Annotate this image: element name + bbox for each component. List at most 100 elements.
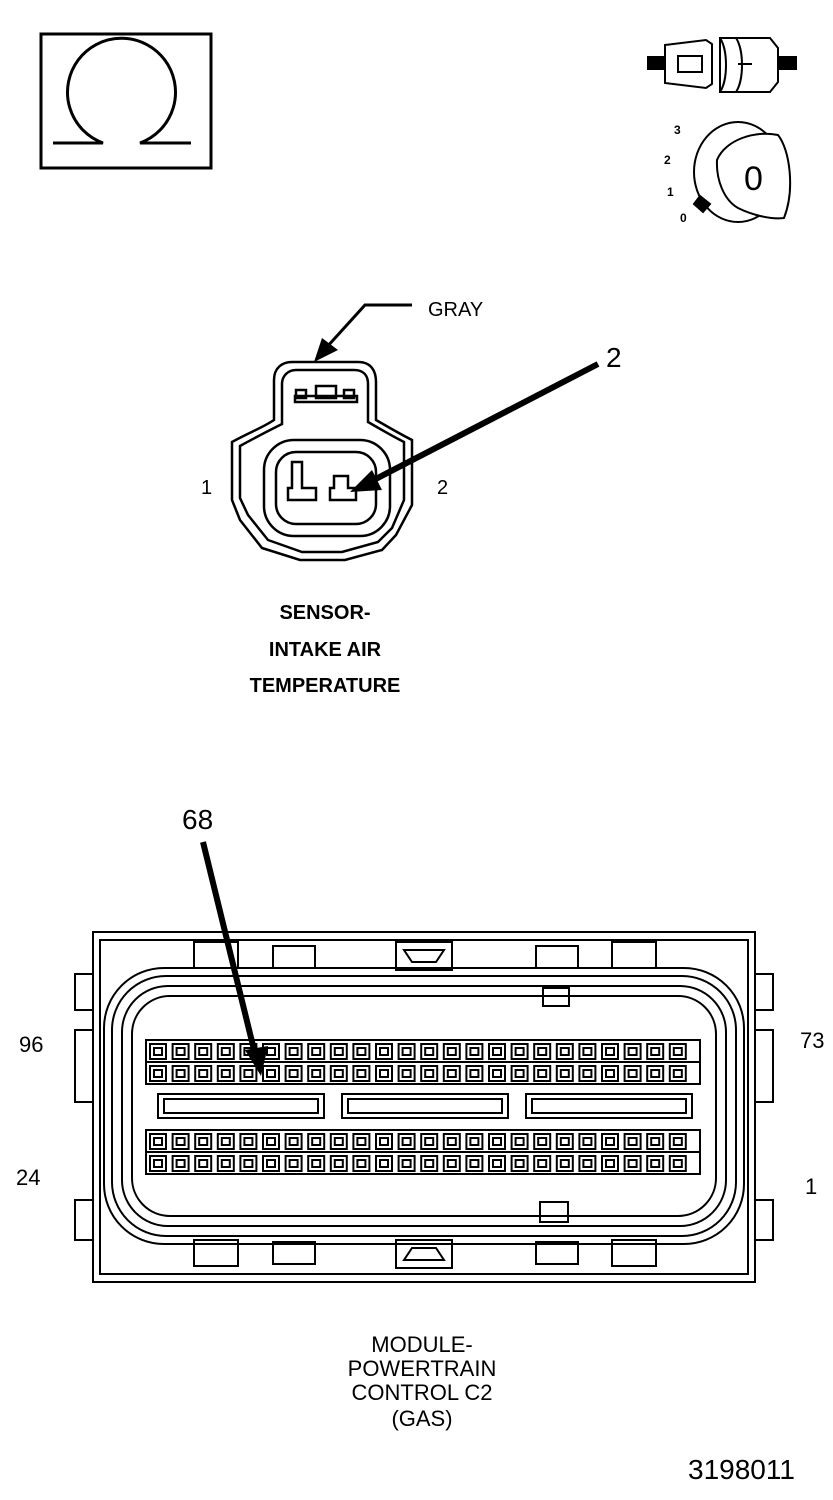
pin-cavity-inner: [220, 1047, 231, 1056]
pin-cavity-inner: [672, 1047, 683, 1056]
pin-cavity: [668, 1133, 687, 1150]
pin-cavity: [149, 1065, 167, 1082]
pin-cavity-inner: [333, 1047, 344, 1056]
pin-cavity: [216, 1155, 235, 1172]
pin-cavity: [194, 1043, 213, 1060]
pin-cavity: [601, 1155, 619, 1172]
pin-cavity-inner: [650, 1159, 661, 1168]
pin-cavity-inner: [220, 1159, 231, 1168]
pin-cavity-inner: [379, 1047, 389, 1056]
pin-cavity: [397, 1133, 416, 1150]
pin-cavity: [510, 1043, 529, 1060]
pin-cavity-inner: [469, 1047, 480, 1056]
pcm-caption-line-1: MODULE-: [371, 1332, 473, 1357]
pin-cavity-inner: [514, 1137, 525, 1146]
pin-cavity: [623, 1065, 642, 1082]
pin-cavity: [646, 1065, 665, 1082]
ignition-position-2: 2: [664, 153, 671, 167]
pin-cavity-inner: [582, 1047, 593, 1056]
pin-cavity-inner: [627, 1159, 638, 1168]
pin-cavity-inner: [243, 1137, 254, 1146]
pin-cavity-inner: [401, 1137, 412, 1146]
pin-cavity-inner: [582, 1069, 593, 1078]
pin-cavity: [420, 1065, 439, 1082]
pin-cavity: [623, 1133, 642, 1150]
pin-cavity: [420, 1043, 439, 1060]
pcm-caption-line-4: (GAS): [391, 1406, 453, 1431]
pin-cavity-inner: [356, 1047, 367, 1056]
pin-cavity-inner: [266, 1047, 276, 1056]
pin-cavity: [329, 1133, 348, 1150]
pin-cavity: [533, 1043, 552, 1060]
pin-cavity: [375, 1065, 393, 1082]
iat-caption-line-3: TEMPERATURE: [249, 675, 401, 697]
pin-cavity: [171, 1043, 190, 1060]
pin-cavity-inner: [559, 1137, 570, 1146]
pin-cavity-inner: [559, 1159, 570, 1168]
pin-cavity-inner: [288, 1159, 299, 1168]
pin-cavity: [329, 1155, 348, 1172]
pin-cavity-inner: [220, 1069, 231, 1078]
pin-cavity: [555, 1043, 574, 1060]
pin-cavity: [465, 1043, 484, 1060]
pin-cavity-inner: [198, 1047, 209, 1056]
pin-cavity: [623, 1155, 642, 1172]
pin-cavity: [307, 1043, 326, 1060]
pin-cavity: [216, 1133, 235, 1150]
pin-cavity-inner: [672, 1159, 683, 1168]
pin-cavity: [465, 1133, 484, 1150]
pin-cavity: [601, 1043, 619, 1060]
pin-cavity-inner: [469, 1069, 480, 1078]
pin-cavity: [239, 1133, 258, 1150]
pin-cavity-inner: [356, 1137, 367, 1146]
pin-cavity-inner: [582, 1159, 593, 1168]
pin-cavity: [352, 1155, 371, 1172]
pin-cavity: [533, 1155, 552, 1172]
ignition-key-label: 0: [744, 160, 763, 198]
pin-cavity-inner: [220, 1137, 231, 1146]
pin-cavity-inner: [424, 1159, 435, 1168]
pin-cavity-inner: [627, 1137, 638, 1146]
pin-cavity: [465, 1155, 484, 1172]
pin-cavity-inner: [537, 1047, 548, 1056]
pin-cavity-inner: [424, 1069, 435, 1078]
pin-cavity: [488, 1155, 506, 1172]
pin-cavity-inner: [446, 1069, 457, 1078]
iat-callout-label: 2: [606, 342, 622, 373]
pin-cavity: [397, 1065, 416, 1082]
pin-cavity: [555, 1065, 574, 1082]
pin-cavity: [646, 1155, 665, 1172]
iat-caption-line-2: INTAKE AIR: [268, 639, 382, 661]
pin-cavity-inner: [514, 1159, 525, 1168]
pin-cavity: [352, 1065, 371, 1082]
pin-cavity-inner: [627, 1047, 638, 1056]
pin-cavity: [149, 1043, 167, 1060]
pin-cavity-inner: [175, 1159, 186, 1168]
pin-cavity-inner: [198, 1137, 209, 1146]
pin-cavity-inner: [605, 1069, 615, 1078]
pin-cavity: [442, 1043, 461, 1060]
pin-cavity: [646, 1133, 665, 1150]
pin-cavity: [397, 1155, 416, 1172]
pin-cavity-inner: [266, 1137, 276, 1146]
ignition-position-1: 1: [667, 185, 674, 199]
iat-callout-arrow: [350, 361, 600, 492]
pin-cavity-inner: [605, 1047, 615, 1056]
iat-pin-2-label: 2: [437, 477, 449, 499]
disconnected-connector-icon: [647, 37, 797, 93]
pin-cavity: [307, 1065, 326, 1082]
pin-cavity-inner: [424, 1137, 435, 1146]
pin-cavity-inner: [401, 1069, 412, 1078]
pcm-connector: [74, 931, 774, 1283]
pcm-pin-1-label: 1: [805, 1174, 818, 1199]
pin-cavity-inner: [243, 1159, 254, 1168]
iat-pin-1-label: 1: [201, 477, 213, 499]
pin-cavity: [352, 1043, 371, 1060]
pin-cavity: [329, 1065, 348, 1082]
pin-cavity: [262, 1065, 280, 1082]
pin-cavity: [194, 1155, 213, 1172]
pin-cavity: [284, 1155, 303, 1172]
pin-cavity-inner: [198, 1159, 209, 1168]
pcm-caption-line-2: POWERTRAIN: [347, 1356, 497, 1381]
pin-cavity: [420, 1155, 439, 1172]
